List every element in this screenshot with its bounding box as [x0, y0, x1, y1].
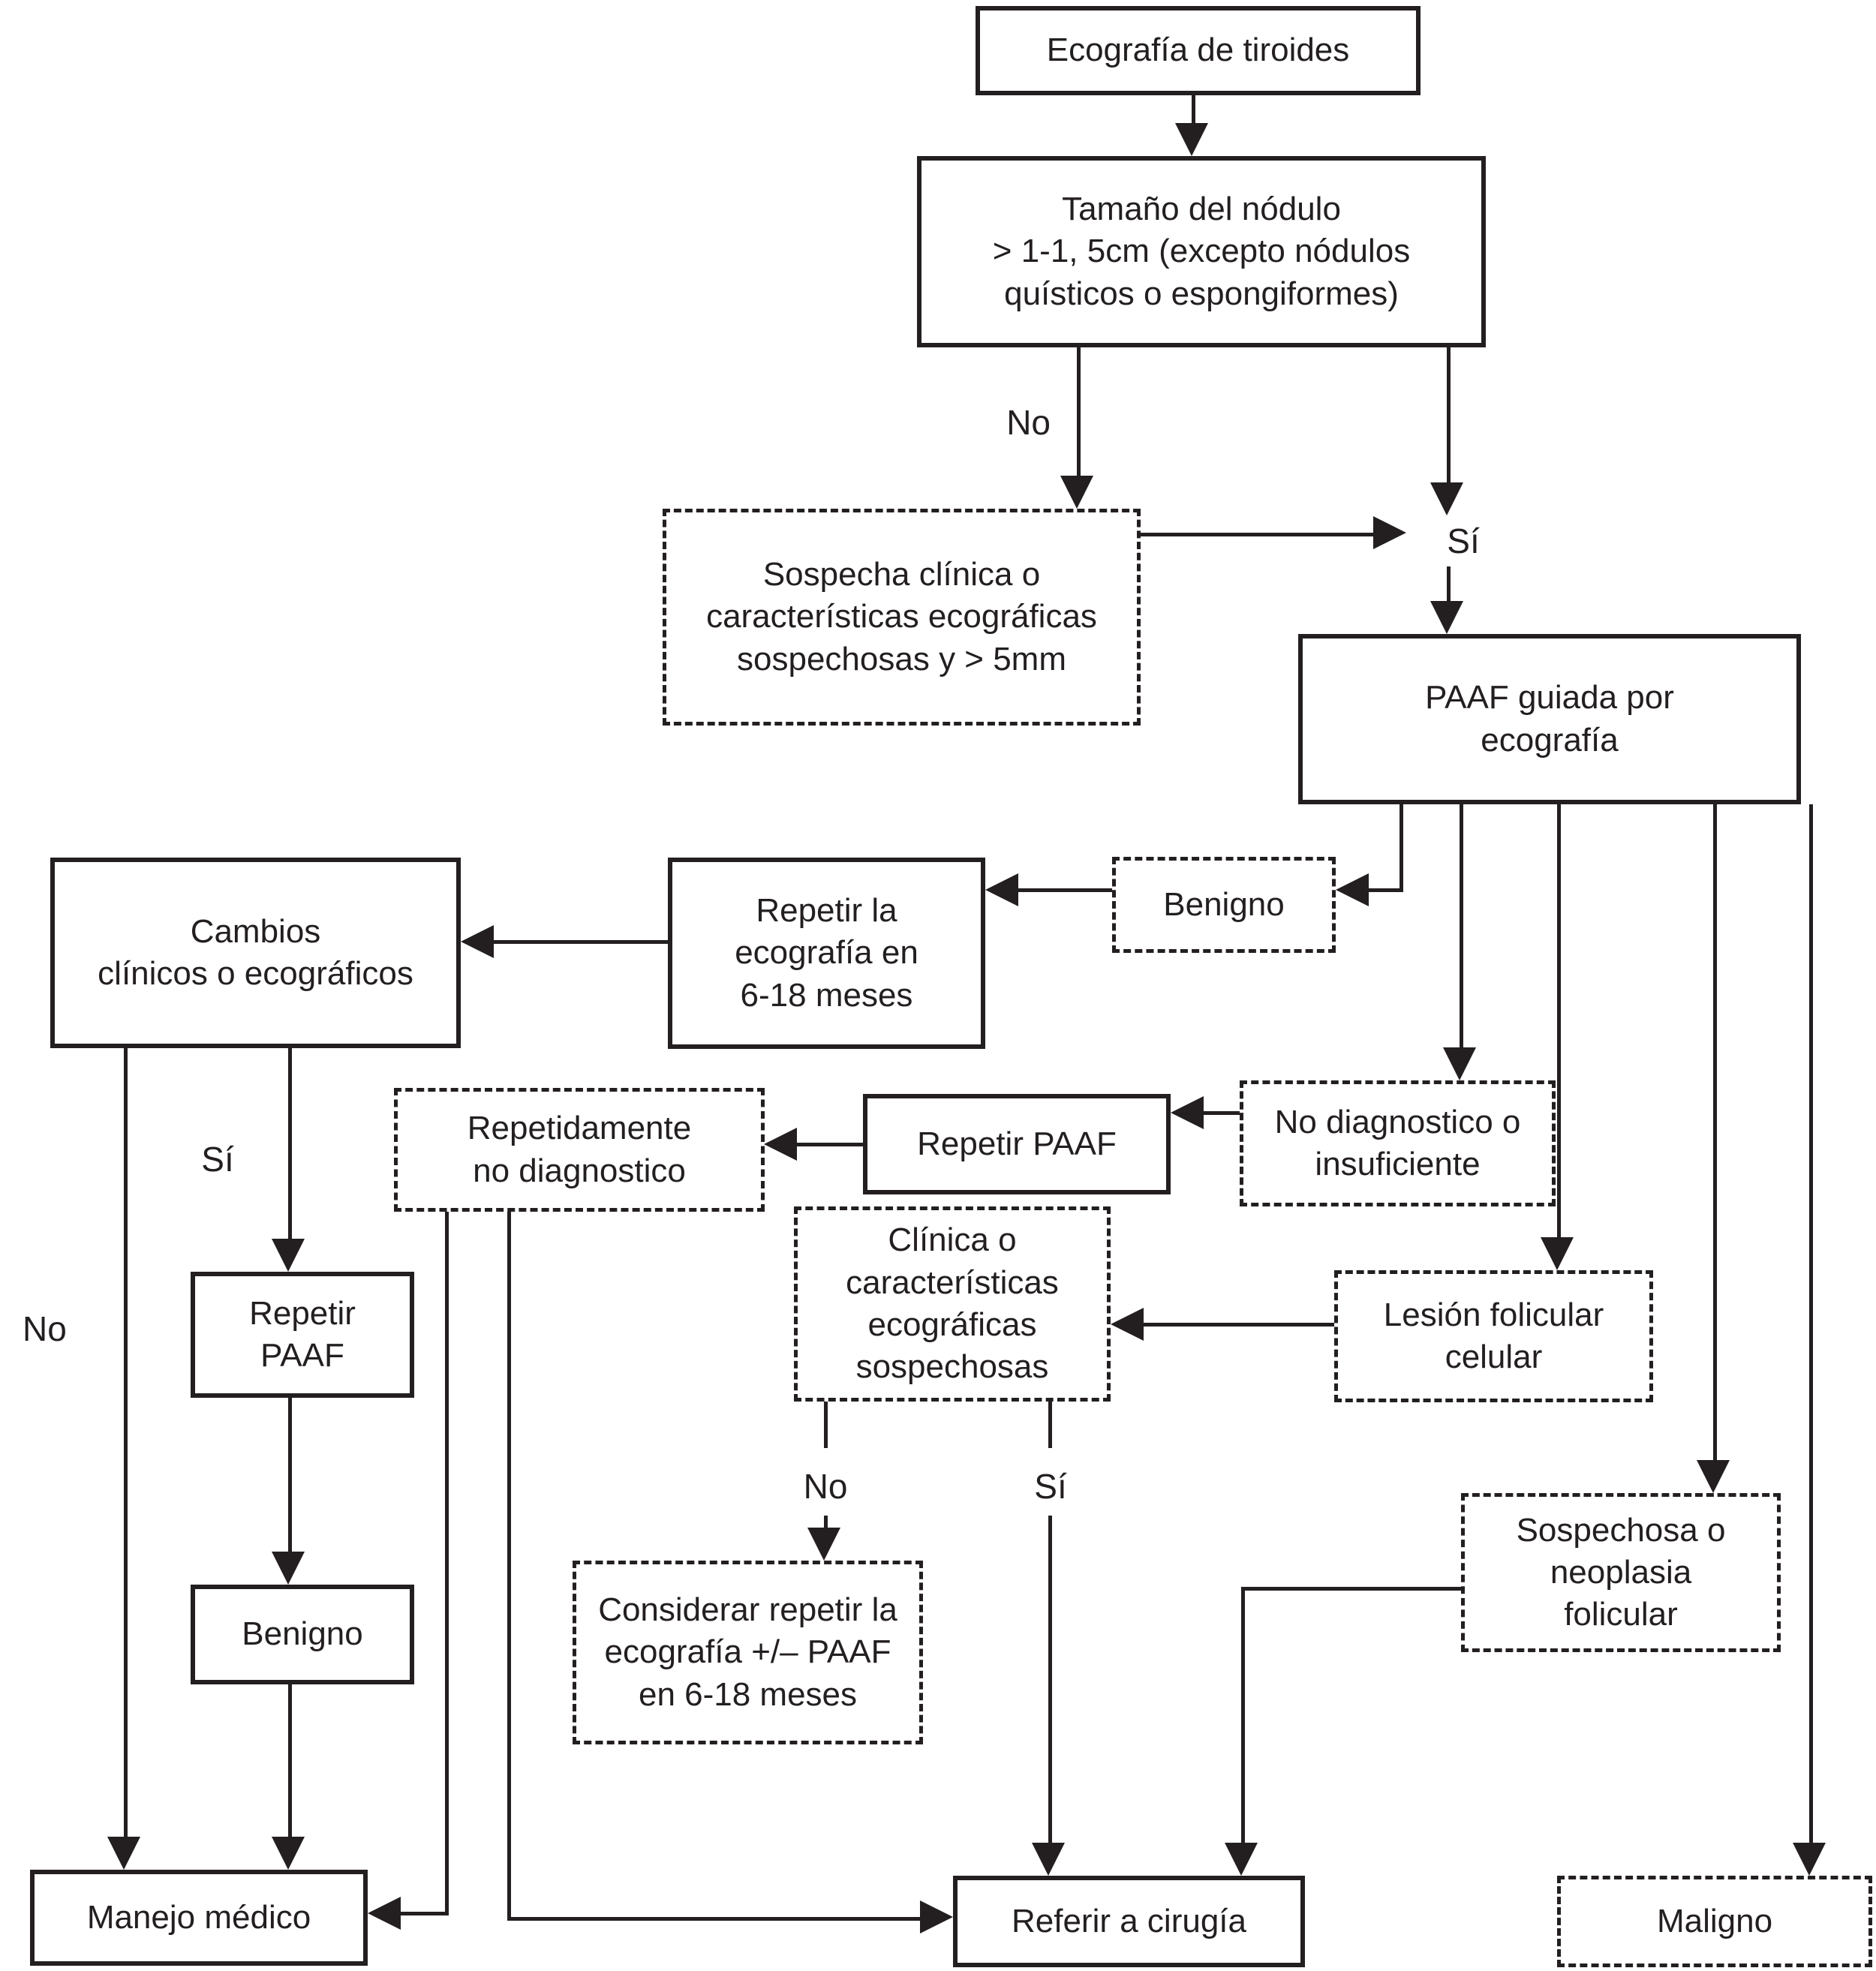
- node-no-diagnostico: No diagnostico o insuficiente: [1240, 1080, 1556, 1206]
- connector-repetidamente-manejo-v: [445, 1212, 449, 1915]
- arrowhead-repetirpaaf-repetidamente: [764, 1128, 797, 1161]
- arrowhead-tamano-no: [1060, 476, 1093, 509]
- connector-cambios-no-manejo: [124, 1048, 128, 1837]
- connector-paaf-benigno-h: [1369, 888, 1403, 892]
- node-benigno-izquierda: Benigno: [191, 1585, 414, 1684]
- node-repetir-paaf-centro: Repetir PAAF: [863, 1094, 1171, 1194]
- connector-lesion-clinica: [1144, 1323, 1334, 1327]
- connector-nodiagnostico-repetirpaaf: [1204, 1111, 1240, 1115]
- node-repetidamente-no-diagnostico: Repetidamente no diagnostico: [394, 1088, 765, 1212]
- connector-clinica-no-stub: [824, 1402, 828, 1448]
- connector-paaf-sospechosa: [1713, 804, 1717, 1460]
- arrowhead-benignoizq-manejo: [272, 1837, 305, 1870]
- arrowhead-repetidamente-referir: [920, 1900, 953, 1933]
- branch-label-no-top: No: [1006, 403, 1051, 442]
- node-cambios-clinicos: Cambios clínicos o ecográficos: [50, 858, 461, 1048]
- arrowhead-paaf-lesion: [1541, 1237, 1574, 1270]
- connector-repetidamente-referir-h: [507, 1917, 920, 1921]
- connector-clinica-no-v: [824, 1516, 828, 1528]
- connector-clinica-si-stub: [1048, 1402, 1052, 1448]
- connector-si-paaf: [1447, 566, 1451, 601]
- arrowhead-repetirpaafizq-benigno: [272, 1552, 305, 1585]
- arrowhead-paaf-nodiagnostico: [1443, 1047, 1476, 1080]
- connector-cambios-si-repetirpaaf: [288, 1048, 292, 1239]
- arrowhead-repetireco-cambios: [461, 925, 494, 958]
- node-clinica-caracteristicas: Clínica o características ecográficas so…: [794, 1206, 1111, 1402]
- connector-repetidamente-referir-v: [507, 1212, 511, 1921]
- connector-sospechosa-referir-v: [1241, 1587, 1245, 1843]
- node-manejo-medico: Manejo médico: [30, 1870, 368, 1966]
- node-paaf-guiada: PAAF guiada por ecografía: [1298, 634, 1801, 804]
- node-ecografia-de-tiroides: Ecografía de tiroides: [976, 6, 1421, 95]
- arrowhead-nodiagnostico-repetirpaaf: [1171, 1096, 1204, 1129]
- connector-clinica-si-v: [1048, 1516, 1052, 1843]
- connector-benigno-repetireco: [1018, 888, 1112, 892]
- node-repetir-ecografia-6-18: Repetir la ecografía en 6-18 meses: [668, 858, 985, 1049]
- connector-benignoizq-manejo: [288, 1684, 292, 1837]
- node-benigno-derecha: Benigno: [1112, 857, 1336, 953]
- arrowhead-paaf-maligno: [1793, 1843, 1826, 1876]
- arrowhead-repetidamente-manejo: [368, 1897, 401, 1930]
- arrowhead-tamano-si: [1430, 482, 1463, 515]
- connector-ecografia-tamano: [1192, 95, 1195, 126]
- connector-repetirpaafizq-benigno: [288, 1398, 292, 1552]
- node-referir-a-cirugia: Referir a cirugía: [953, 1876, 1305, 1967]
- node-lesion-folicular: Lesión folicular celular: [1334, 1270, 1653, 1402]
- arrowhead-paaf-benigno: [1336, 873, 1369, 906]
- connector-sospecha-si: [1141, 533, 1373, 536]
- connector-repetirpaaf-repetidamente: [797, 1143, 863, 1146]
- arrowhead-ecografia-tamano: [1175, 123, 1208, 156]
- arrowhead-benigno-repetireco: [985, 873, 1018, 906]
- node-tamano-del-nodulo: Tamaño del nódulo > 1-1, 5cm (excepto nó…: [917, 156, 1486, 347]
- branch-label-si-centro: Sí: [1034, 1467, 1067, 1506]
- node-maligno: Maligno: [1557, 1876, 1872, 1967]
- node-considerar-repetir: Considerar repetir la ecografía +/– PAAF…: [573, 1561, 923, 1744]
- connector-paaf-lesion: [1557, 804, 1561, 1237]
- arrowhead-sospecha-si: [1373, 516, 1406, 549]
- arrowhead-paaf-sospechosa: [1697, 1460, 1730, 1493]
- connector-paaf-maligno: [1809, 804, 1813, 1843]
- connector-repetireco-cambios: [494, 940, 668, 944]
- arrowhead-clinica-no-considerar: [807, 1528, 840, 1561]
- connector-sospechosa-referir-h: [1241, 1587, 1461, 1591]
- node-sospecha-clinica: Sospecha clínica o características ecogr…: [663, 509, 1141, 726]
- arrowhead-lesion-clinica: [1111, 1308, 1144, 1341]
- branch-label-si-top: Sí: [1447, 521, 1480, 560]
- node-sospechosa-neoplasia: Sospechosa o neoplasia folicular: [1461, 1493, 1781, 1652]
- branch-label-si-izquierda: Sí: [201, 1140, 234, 1179]
- node-repetir-paaf-izquierda: Repetir PAAF: [191, 1272, 414, 1398]
- arrowhead-cambios-si-repetirpaaf: [272, 1239, 305, 1272]
- branch-label-no-centro: No: [803, 1467, 848, 1506]
- connector-tamano-si: [1447, 347, 1451, 482]
- connector-paaf-benigno-v: [1399, 804, 1403, 892]
- arrowhead-clinica-si-referir: [1032, 1843, 1065, 1876]
- arrowhead-sospechosa-referir: [1225, 1843, 1258, 1876]
- connector-paaf-nodiagnostico: [1460, 804, 1463, 1047]
- arrowhead-si-paaf: [1430, 601, 1463, 634]
- connector-tamano-no: [1077, 347, 1081, 476]
- branch-label-no-izquierda: No: [23, 1309, 67, 1348]
- connector-repetidamente-manejo-h: [401, 1912, 449, 1915]
- arrowhead-cambios-no-manejo: [107, 1837, 140, 1870]
